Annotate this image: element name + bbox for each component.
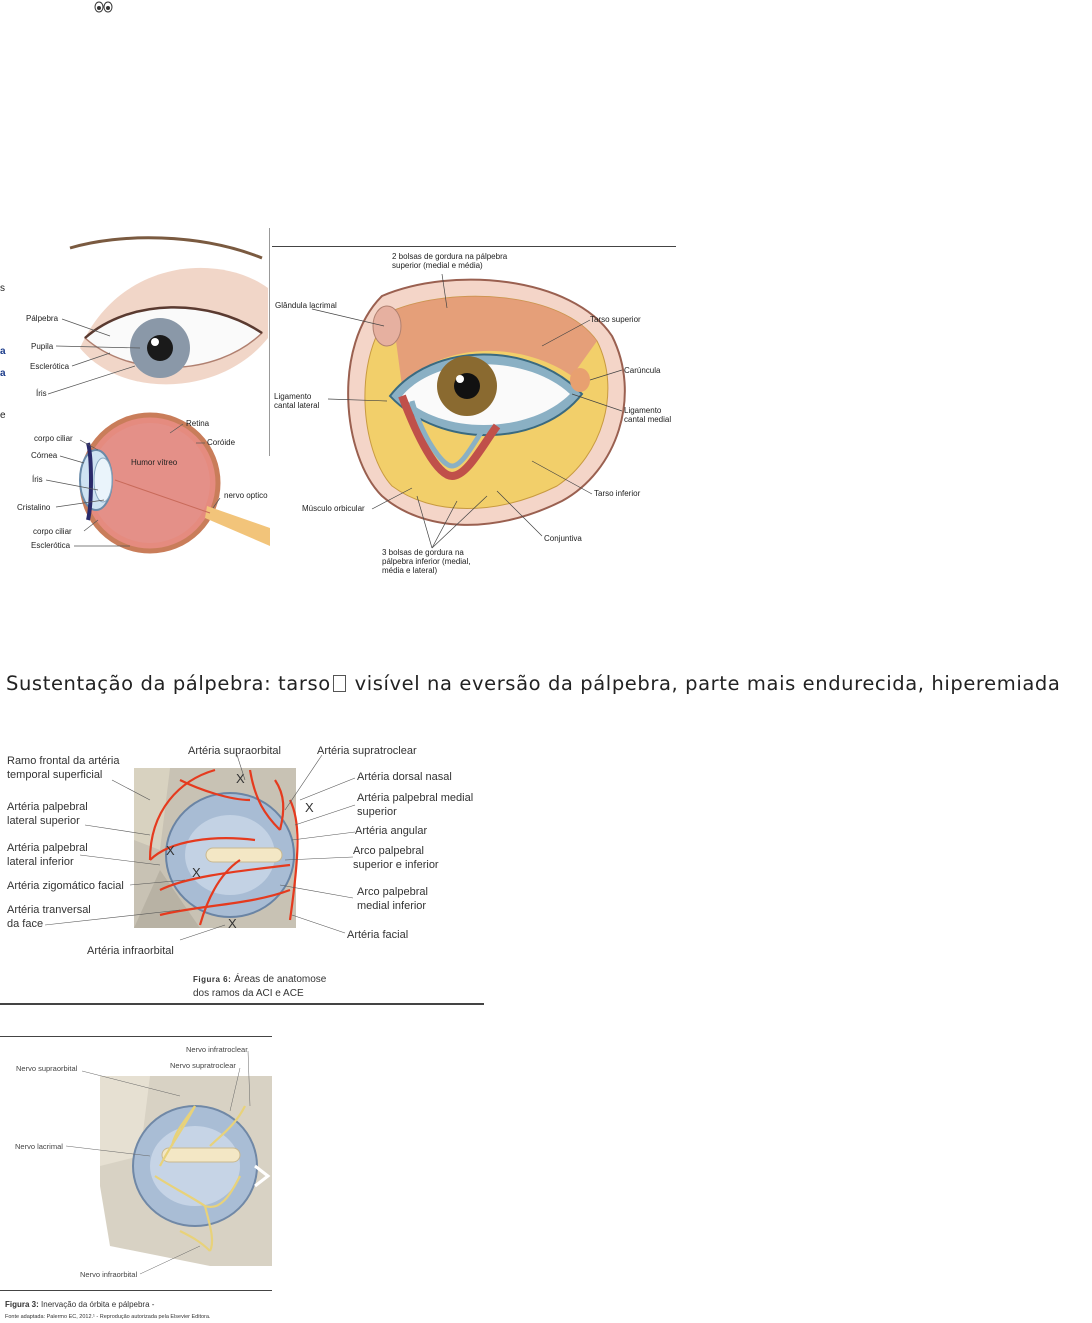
label-caruncula: Carúncula xyxy=(624,366,661,375)
missing-glyph-icon xyxy=(332,675,346,692)
label-supraorbital: Artéria supraorbital xyxy=(188,745,281,757)
figure-3-caption: Figura 3: Inervação da órbita e pálpebra… xyxy=(5,1299,154,1310)
label-esclerotica-2: Esclerótica xyxy=(31,541,71,550)
label-cornea: Córnea xyxy=(31,451,58,460)
caption-rule xyxy=(0,1290,272,1291)
label-glandula-lacrimal: Glândula lacrimal xyxy=(275,301,337,310)
label-infraorbital: Artéria infraorbital xyxy=(87,945,174,957)
caption-text: Inervação da órbita e pálpebra - xyxy=(41,1300,155,1309)
label-corpo-ciliar-2: corpo ciliar xyxy=(33,527,72,536)
eyelid-structure-figure: 2 bolsas de gordura na pálpebra superior… xyxy=(272,246,676,581)
edge-fragment: e xyxy=(0,410,6,421)
label-corpo-ciliar: corpo ciliar xyxy=(34,434,73,443)
label-musculo-orbicular: Músculo orbicular xyxy=(302,504,365,513)
label-esclerotica: Esclerótica xyxy=(30,362,70,371)
label-nervo-infraorbital: Nervo infraorbital xyxy=(80,1270,138,1279)
svg-text:X: X xyxy=(192,865,201,880)
label-dorsal-nasal: Artéria dorsal nasal xyxy=(357,771,452,783)
svg-text:X: X xyxy=(236,771,245,786)
eye-anatomy-figure: Pálpebra Pupila Esclerótica Íris Retina … xyxy=(0,228,272,573)
label-arco-superior-inferior: Arco palpebral superior e inferior xyxy=(353,845,439,871)
caption-tag: Figura 6: xyxy=(193,975,232,984)
bottom-rule xyxy=(0,1003,484,1005)
label-ramo-frontal: Ramo frontal da artéria temporal superfi… xyxy=(7,755,120,781)
label-palpebral-lateral-superior: Artéria palpebral lateral superior xyxy=(7,801,88,827)
figure-divider xyxy=(269,228,270,456)
label-coroide: Coróide xyxy=(207,438,236,447)
label-palpebral-medial-superior: Artéria palpebral medial superior xyxy=(357,792,474,818)
label-conjuntiva: Conjuntiva xyxy=(544,534,582,543)
label-retina: Retina xyxy=(186,419,210,428)
edge-fragment: s xyxy=(0,283,5,294)
label-iris-section: Íris xyxy=(32,475,43,484)
top-rule xyxy=(0,1036,272,1037)
label-supratroclear: Artéria supratroclear xyxy=(317,745,417,757)
label-nervo-supraorbital: Nervo supraorbital xyxy=(16,1064,78,1073)
paragraph-text-start: Sustentação da pálpebra: tarso xyxy=(6,672,331,695)
label-cristalino: Cristalino xyxy=(17,503,51,512)
paragraph-text-end: visível na eversão da pálpebra, parte ma… xyxy=(347,672,1061,695)
label-palpebral-lateral-inferior: Artéria palpebral lateral inferior xyxy=(7,842,88,868)
svg-text:X: X xyxy=(228,916,237,931)
artery-figure: X X X X X Ramo frontal da artéria temporal … xyxy=(0,740,484,1008)
label-fat-lower: 3 bolsas de gordura na pálpebra inferior… xyxy=(382,548,471,575)
label-zigomatico-facial: Artéria zigomático facial xyxy=(7,880,124,892)
label-nervo-lacrimal: Nervo lacrimal xyxy=(15,1142,63,1151)
label-facial: Artéria facial xyxy=(347,929,409,941)
figure-6-caption: Figura 6: Áreas de anatomose dos ramos d… xyxy=(193,973,343,1001)
label-ligamento-lateral: Ligamento cantal lateral xyxy=(274,392,320,410)
top-rule xyxy=(272,246,676,247)
nerve-figure: Nervo infratroclear Nervo supratroclear … xyxy=(0,1036,275,1321)
label-arco-medial-inferior: Arco palpebral medial inferior xyxy=(357,886,428,912)
edge-fragment: a xyxy=(0,368,6,379)
label-palpebra: Pálpebra xyxy=(26,314,59,323)
label-humor-vitreo: Humor vítreo xyxy=(131,458,178,467)
body-paragraph: Sustentação da pálpebra: tarso visível n… xyxy=(6,672,1086,695)
label-tarso-inferior: Tarso inferior xyxy=(594,489,641,498)
label-fat-upper: 2 bolsas de gordura na pálpebra superior… xyxy=(392,252,508,270)
label-nervo-optico: nervo optico xyxy=(224,491,268,500)
svg-text:X: X xyxy=(166,843,175,858)
label-iris: Íris xyxy=(36,389,47,398)
eyes-emoji-icon xyxy=(94,1,114,13)
label-angular: Artéria angular xyxy=(355,825,428,837)
caption-text: Áreas de anatomose dos ramos da ACI e AC… xyxy=(193,974,327,999)
label-nervo-supratroclear: Nervo supratroclear xyxy=(170,1061,236,1070)
source-text: Fonte adaptada: Palermo EC, 2012.¹ - Rep… xyxy=(5,1314,211,1320)
label-pupila: Pupila xyxy=(31,342,54,351)
label-tarso-superior: Tarso superior xyxy=(590,315,641,324)
figure-3-source: Fonte adaptada: Palermo EC, 2012.¹ - Rep… xyxy=(5,1312,210,1323)
svg-text:X: X xyxy=(305,800,314,815)
edge-fragment: a xyxy=(0,346,6,357)
label-tranversal-face: Artéria tranversal da face xyxy=(7,904,91,930)
label-ligamento-medial: Ligamento cantal medial xyxy=(624,406,672,424)
label-nervo-infratroclear: Nervo infratroclear xyxy=(186,1045,248,1054)
caption-tag: Figura 3: xyxy=(5,1300,39,1309)
